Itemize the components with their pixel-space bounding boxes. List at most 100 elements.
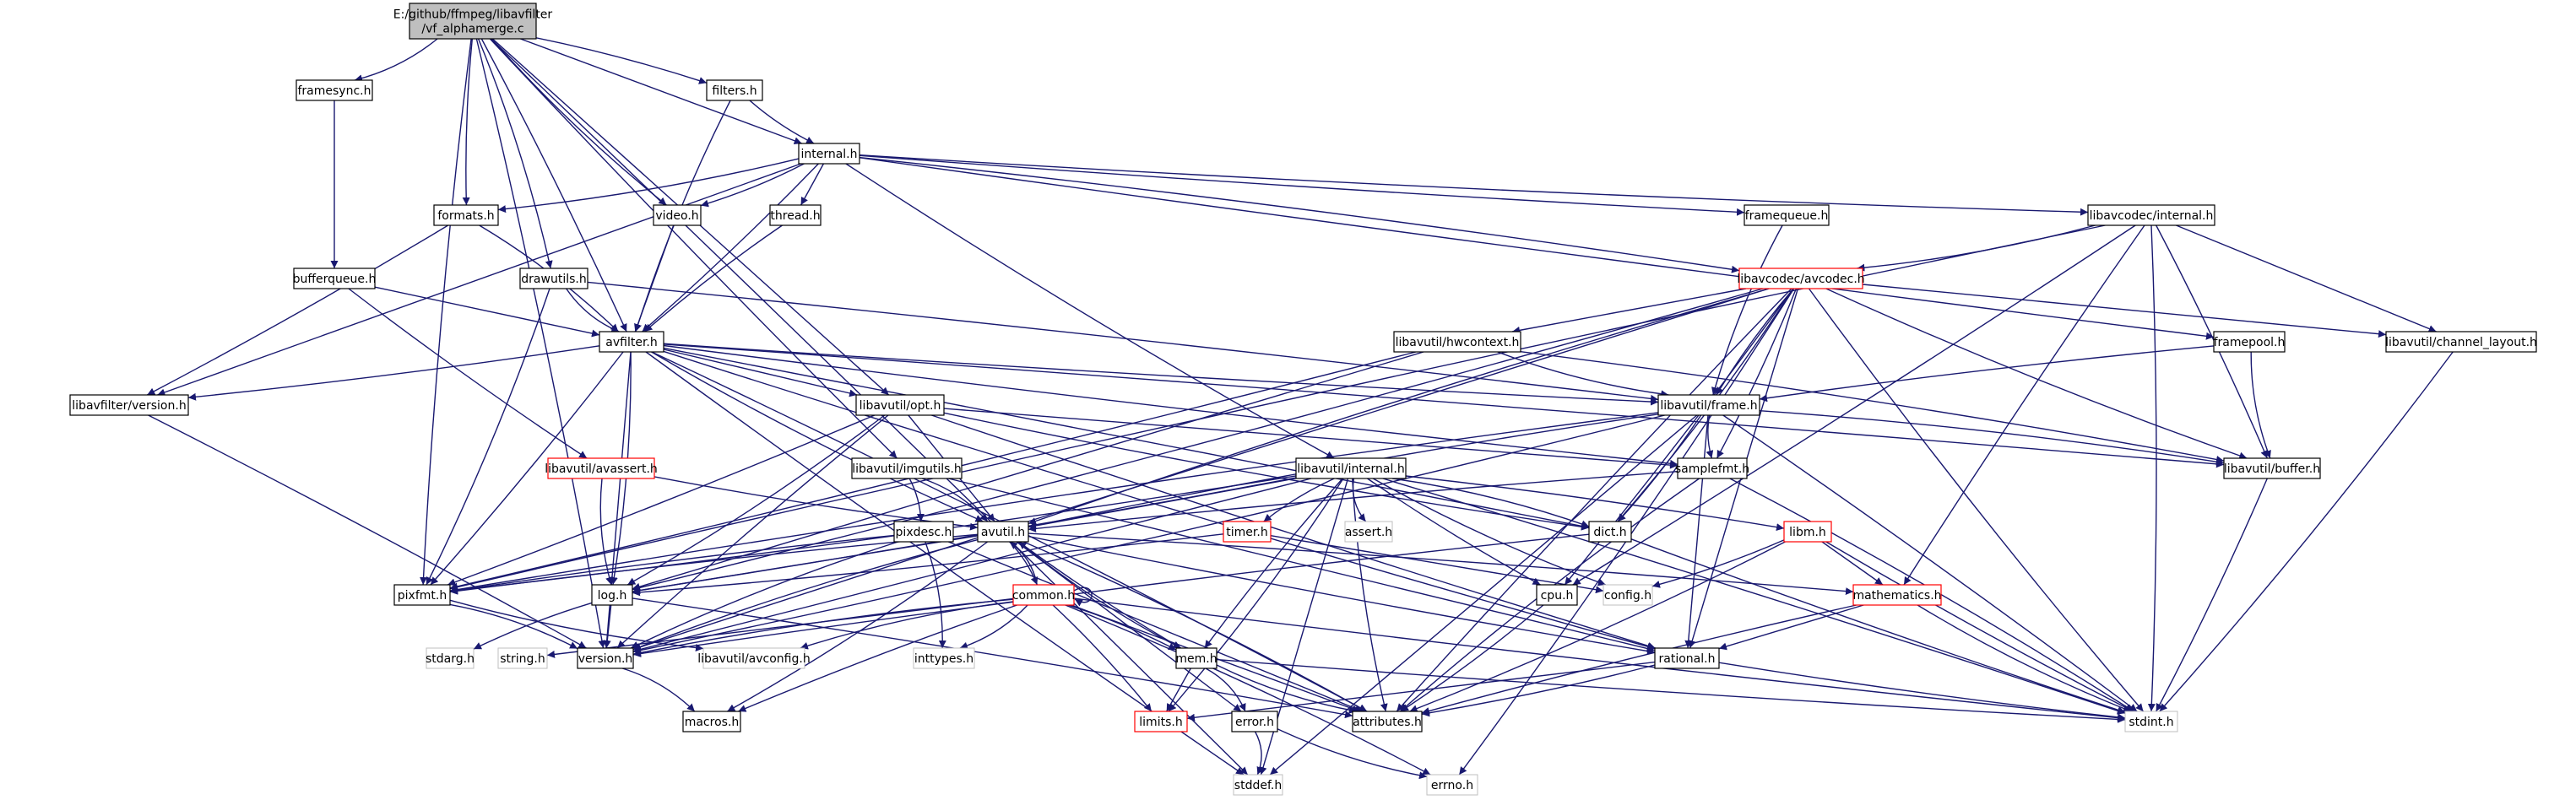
edge-avfilter-to-pixfmt [430, 351, 624, 586]
node-assert[interactable]: assert.h [1344, 521, 1393, 543]
node-frame[interactable]: libavutil/frame.h [1657, 394, 1760, 416]
edge-root-to-drawutils [477, 38, 553, 269]
node-stdint[interactable]: stdint.h [2124, 711, 2178, 732]
edge-buffer-to-stdint [2156, 478, 2268, 712]
edge-framepool-to-frame [1759, 345, 2215, 403]
node-avuinternal[interactable]: libavutil/internal.h [1295, 457, 1407, 479]
node-hwcontext[interactable]: libavutil/hwcontext.h [1393, 331, 1521, 353]
node-box-limits [1134, 711, 1188, 732]
node-channel_layout[interactable]: libavutil/channel_layout.h [2385, 331, 2537, 353]
node-box-avcodec [1738, 268, 1863, 289]
node-box-pixdesc [893, 521, 954, 543]
edge-avcodec-to-version [632, 288, 1770, 651]
edge-pixfmt-to-version [449, 603, 578, 650]
edge-opt-to-dict [943, 412, 1590, 531]
node-avconfig[interactable]: libavutil/avconfig.h [697, 647, 811, 669]
edge-drawutils-to-avfilter [566, 288, 620, 332]
node-imgutils[interactable]: libavutil/imgutils.h [851, 457, 963, 479]
node-opt[interactable]: libavutil/opt.h [855, 394, 945, 416]
node-label-drawutils: drawutils.h [521, 273, 586, 286]
edge-frame-to-stdint [1722, 414, 2138, 712]
node-inttypes[interactable]: inttypes.h [913, 647, 975, 669]
node-mem[interactable]: mem.h [1175, 647, 1217, 669]
node-stddef[interactable]: stddef.h [1233, 774, 1283, 796]
node-avutil[interactable]: avutil.h [977, 521, 1029, 543]
node-filters[interactable]: filters.h [706, 79, 763, 101]
edge-opt-to-rational [931, 414, 1656, 650]
edge-internal-to-avfilter [642, 163, 819, 332]
edge-mem-to-attributes [1216, 664, 1357, 714]
node-box-errno [1426, 774, 1478, 796]
edge-common-to-limits [1052, 604, 1152, 712]
node-timer[interactable]: timer.h [1223, 521, 1272, 543]
node-string[interactable]: string.h [497, 647, 548, 669]
node-pixdesc[interactable]: pixdesc.h [893, 521, 954, 543]
node-box-error [1231, 711, 1278, 732]
node-label-internal: internal.h [800, 148, 857, 161]
node-avassert[interactable]: libavutil/avassert.h [545, 457, 658, 479]
node-box-internal [798, 143, 860, 165]
node-box-assert [1344, 521, 1393, 543]
edge-hwcontext-to-frame [1497, 351, 1669, 398]
node-avcinternal[interactable]: libavcodec/internal.h [2087, 204, 2215, 226]
node-libm[interactable]: libm.h [1783, 521, 1832, 543]
edge-avutil-to-rational [1028, 535, 1656, 655]
node-box-framesync [296, 79, 373, 101]
node-framepool[interactable]: framepool.h [2213, 331, 2286, 353]
node-box-avconfig [702, 647, 805, 669]
node-avcodec[interactable]: libavcodec/avcodec.h [1737, 268, 1865, 289]
node-avfilter[interactable]: avfilter.h [599, 331, 664, 353]
node-formats[interactable]: formats.h [433, 204, 499, 226]
edge-framequeue-to-frame [1711, 224, 1783, 396]
edge-mem-to-stdint [1216, 658, 2126, 723]
edge-imgutils-to-rational [948, 478, 1656, 652]
node-mathematics[interactable]: mathematics.h [1852, 584, 1942, 606]
node-framesync[interactable]: framesync.h [296, 79, 373, 101]
node-attributes[interactable]: attributes.h [1352, 711, 1423, 732]
node-box-imgutils [851, 457, 963, 479]
node-internal[interactable]: internal.h [798, 143, 860, 165]
node-errno[interactable]: errno.h [1426, 774, 1478, 796]
edge-avcodec-to-log [632, 288, 1764, 592]
node-rational[interactable]: rational.h [1654, 647, 1720, 669]
node-macros[interactable]: macros.h [682, 711, 741, 732]
node-version[interactable]: version.h [577, 647, 634, 669]
edge-avuinternal-to-cpu [1367, 478, 1541, 586]
node-common[interactable]: common.h [1012, 584, 1075, 606]
node-label-lfversion: libavfilter/version.h [72, 399, 186, 413]
node-samplefmt[interactable]: samplefmt.h [1675, 457, 1749, 479]
edge-log-to-attributes [632, 597, 1353, 719]
node-bufferqueue[interactable]: bufferqueue.h [293, 268, 377, 289]
node-buffer[interactable]: libavutil/buffer.h [2223, 457, 2321, 479]
edge-drawutils-to-frame [587, 281, 1659, 403]
edge-error-to-errno [1277, 728, 1428, 780]
node-log[interactable]: log.h [591, 584, 633, 606]
edge-bufferqueue-to-avfilter [374, 286, 600, 338]
node-thread[interactable]: thread.h [769, 204, 822, 226]
node-stdarg[interactable]: stdarg.h [426, 647, 475, 669]
node-root[interactable]: E:/github/ffmpeg/libavfilter/vf_alphamer… [393, 3, 553, 40]
node-error[interactable]: error.h [1231, 711, 1278, 732]
node-cpu[interactable]: cpu.h [1536, 584, 1578, 606]
edge-mem-to-limits [1166, 668, 1191, 712]
node-label-thread: thread.h [770, 209, 820, 223]
edge-internal-to-framequeue [859, 154, 1745, 216]
node-label-stddef: stddef.h [1234, 779, 1282, 792]
edge-avassert-to-avutil [653, 476, 979, 531]
node-box-common [1012, 584, 1075, 606]
edge-root-to-imgutils [489, 38, 898, 459]
node-drawutils[interactable]: drawutils.h [519, 268, 588, 289]
edge-avuinternal-to-assert [1352, 478, 1367, 522]
node-video[interactable]: video.h [653, 204, 702, 226]
node-limits[interactable]: limits.h [1134, 711, 1188, 732]
edge-error-to-stddef [1254, 731, 1264, 776]
node-framequeue[interactable]: framequeue.h [1744, 204, 1830, 226]
node-box-frame [1657, 394, 1760, 416]
node-lfversion[interactable]: libavfilter/version.h [69, 394, 189, 416]
edge-internal-to-framepool [859, 157, 2215, 340]
node-pixfmt[interactable]: pixfmt.h [393, 584, 451, 606]
node-dict[interactable]: dict.h [1588, 521, 1632, 543]
node-config[interactable]: config.h [1603, 584, 1653, 606]
edge-internal-to-lfversion [157, 163, 801, 397]
